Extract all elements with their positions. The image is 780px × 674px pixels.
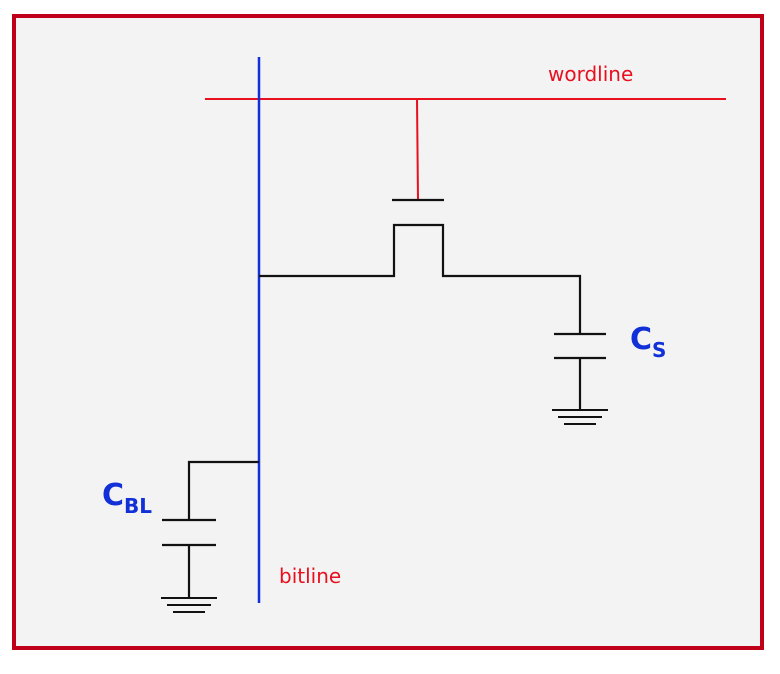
bitline-capacitor-label: CBL [102, 478, 152, 518]
bitline-capacitor [162, 460, 259, 598]
access-transistor [259, 198, 582, 334]
storage-capacitor [554, 332, 606, 410]
bitline-label: bitline [279, 564, 341, 588]
storage-capacitor-label-main: C [630, 322, 652, 357]
gate-wire [416, 98, 419, 201]
storage-capacitor-label: CS [630, 322, 666, 362]
storage-capacitor-label-sub: S [652, 338, 666, 362]
storage-ground-icon [552, 409, 608, 425]
diagram-frame [12, 14, 764, 650]
bitline-capacitor-label-sub: BL [124, 494, 152, 518]
bitline-ground-icon [161, 597, 217, 613]
wordline-label: wordline [548, 62, 633, 86]
bitline-capacitor-label-main: C [102, 478, 124, 513]
transistor-channel [259, 223, 582, 334]
